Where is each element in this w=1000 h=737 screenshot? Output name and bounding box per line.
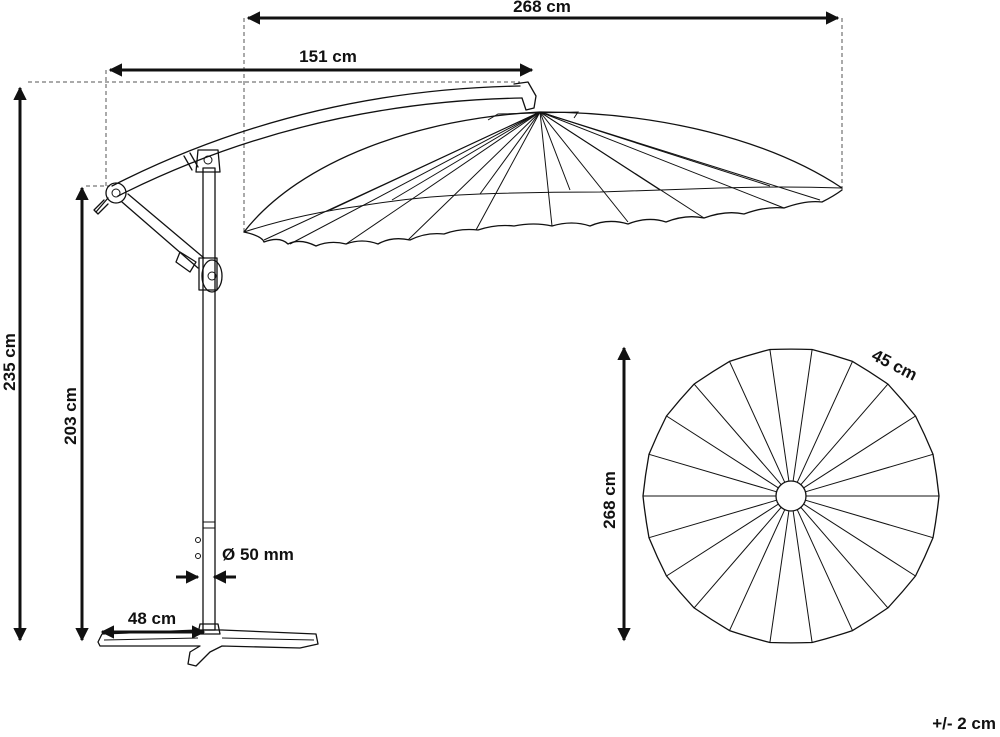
canopy-rib (729, 509, 786, 631)
umbrella-side-view (93, 81, 537, 667)
pole (202, 167, 216, 631)
base-length-label: 48 cm (128, 609, 176, 628)
pole-diameter-label: Ø 50 mm (222, 545, 294, 564)
crank-joint (105, 182, 127, 204)
guide-lines (28, 18, 843, 232)
canopy-rib (800, 506, 889, 609)
canopy-diameter-label: 268 cm (600, 471, 619, 529)
canopy-rib (800, 383, 889, 486)
canopy-rib (693, 383, 782, 486)
canopy-hub (775, 480, 807, 512)
canopy-rib (796, 509, 853, 631)
curved-arm (111, 85, 521, 187)
canopy-rib (666, 503, 779, 577)
canopy-rib (792, 510, 813, 643)
total-width-label: 268 cm (513, 0, 571, 16)
clearance-height-label: 203 cm (61, 387, 80, 445)
canopy-top-view (642, 348, 940, 644)
canopy-side-view (243, 111, 843, 247)
canopy-rib (729, 361, 786, 483)
canopy-ribs-side (263, 111, 821, 245)
canopy-rib (648, 453, 777, 493)
canopy-rib (792, 349, 813, 482)
canopy-rib (803, 503, 916, 577)
canopy-rib (805, 499, 934, 539)
canopy-rib (666, 415, 779, 489)
dimension-arrows (13, 11, 840, 642)
canopy-rib (796, 361, 853, 483)
support-strut (121, 201, 199, 269)
canopy-rib (769, 510, 790, 643)
canopy-rib (693, 506, 782, 609)
cross-base (97, 629, 319, 667)
canopy-rib (648, 499, 777, 539)
canopy-rib (803, 415, 916, 489)
panel-width-label: 45 cm (869, 346, 921, 385)
canopy-rib (769, 349, 790, 482)
tolerance-label: +/- 2 cm (932, 714, 996, 733)
total-height-label: 235 cm (0, 333, 19, 391)
arm-length-label: 151 cm (299, 47, 357, 66)
canopy-rib (805, 453, 934, 493)
